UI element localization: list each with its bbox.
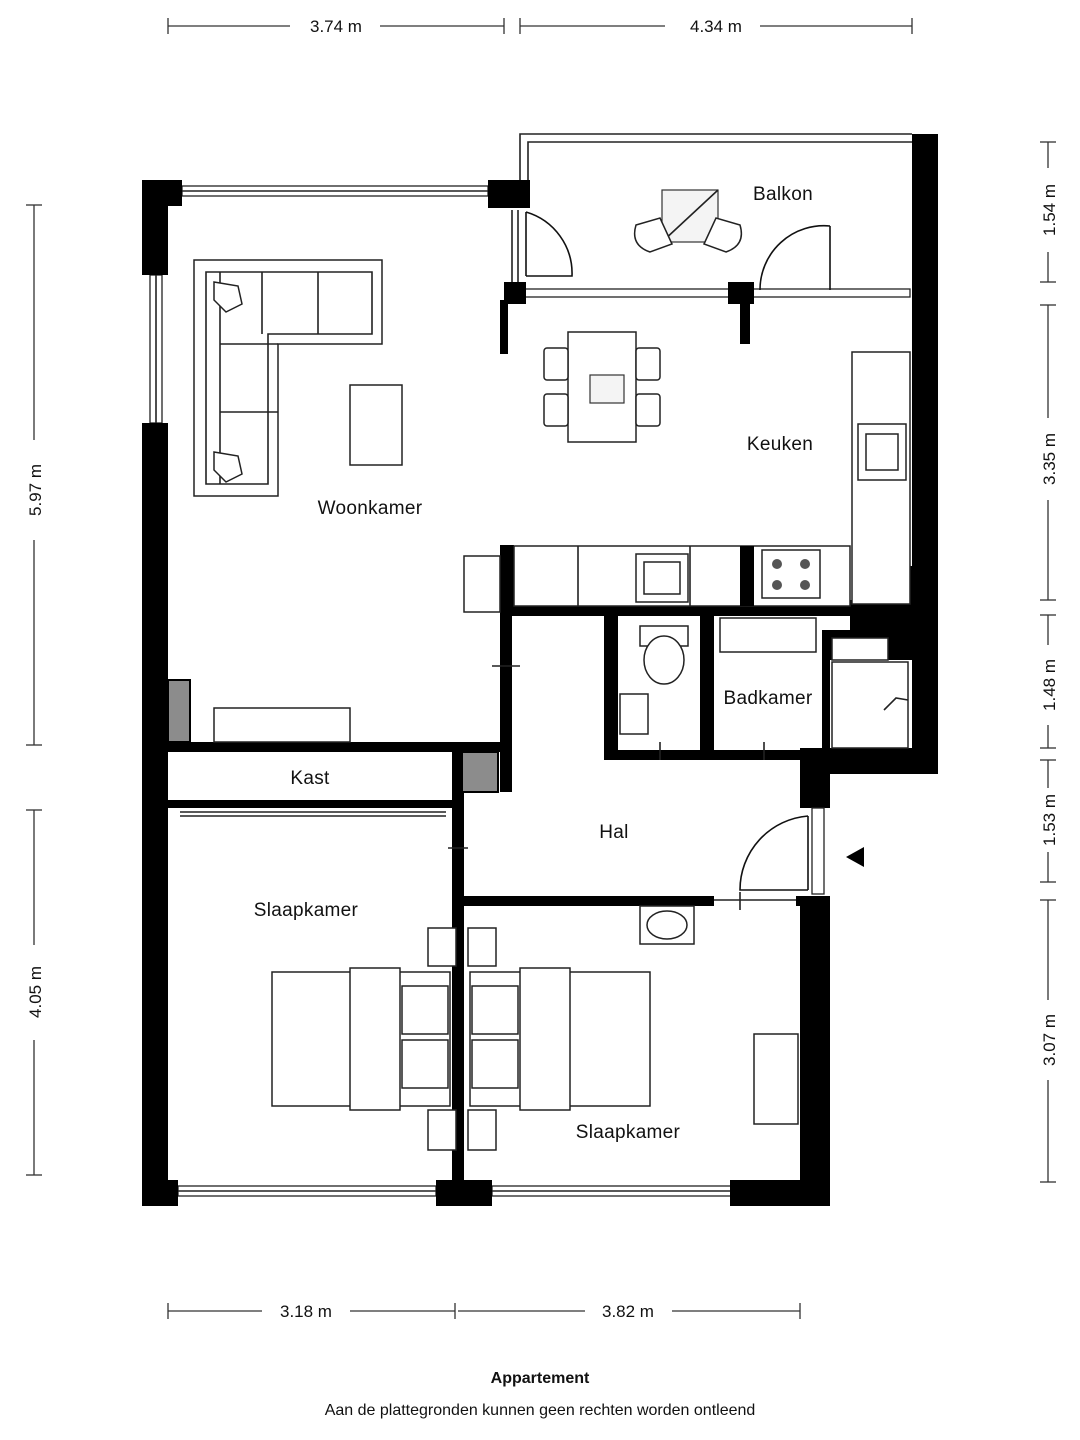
corner-sofa [193, 259, 383, 497]
caption-title: Appartement [490, 1370, 590, 1387]
toilet [619, 625, 689, 735]
coffee-table [349, 384, 403, 466]
caption-note: Aan de plattegronden kunnen geen rechten… [324, 1402, 756, 1419]
dim-right-1: 1.54 m [1040, 184, 1059, 236]
dining-table [543, 331, 661, 443]
room-label-hal: Hal [599, 822, 628, 843]
dimension-lines [26, 18, 1056, 1319]
room-label-kast: Kast [290, 768, 330, 789]
balcony-table-set [633, 189, 743, 253]
desk [753, 1033, 799, 1125]
dim-right-5: 3.07 m [1040, 1014, 1059, 1066]
dim-top-left: 3.74 m [310, 17, 362, 36]
washbasin [639, 905, 695, 945]
bed-left [271, 927, 457, 1151]
room-label-balkon: Balkon [753, 184, 813, 205]
dim-right-2: 3.35 m [1040, 433, 1059, 485]
dim-left-upper: 5.97 m [26, 464, 45, 516]
tv-bench [213, 707, 351, 743]
entrance-arrow-icon [846, 847, 864, 867]
room-label-badkamer: Badkamer [724, 688, 813, 709]
doors [448, 211, 831, 910]
dim-bottom-right: 3.82 m [602, 1302, 654, 1321]
room-label-woonkamer: Woonkamer [318, 498, 423, 519]
dim-right-3: 1.48 m [1040, 659, 1059, 711]
bath-fixtures [719, 617, 909, 749]
room-label-slaapkamer-right: Slaapkamer [576, 1122, 681, 1143]
dim-left-lower: 4.05 m [26, 966, 45, 1018]
kitchen-units [463, 351, 911, 613]
dim-top-right: 4.34 m [690, 17, 742, 36]
room-label-keuken: Keuken [747, 434, 813, 455]
wardrobe [180, 811, 446, 817]
dim-bottom-left: 3.18 m [280, 1302, 332, 1321]
dim-right-4: 1.53 m [1040, 794, 1059, 846]
entrance [811, 807, 864, 895]
bed-right [467, 927, 651, 1151]
walls [142, 134, 938, 1206]
room-label-slaapkamer-left: Slaapkamer [254, 900, 359, 921]
